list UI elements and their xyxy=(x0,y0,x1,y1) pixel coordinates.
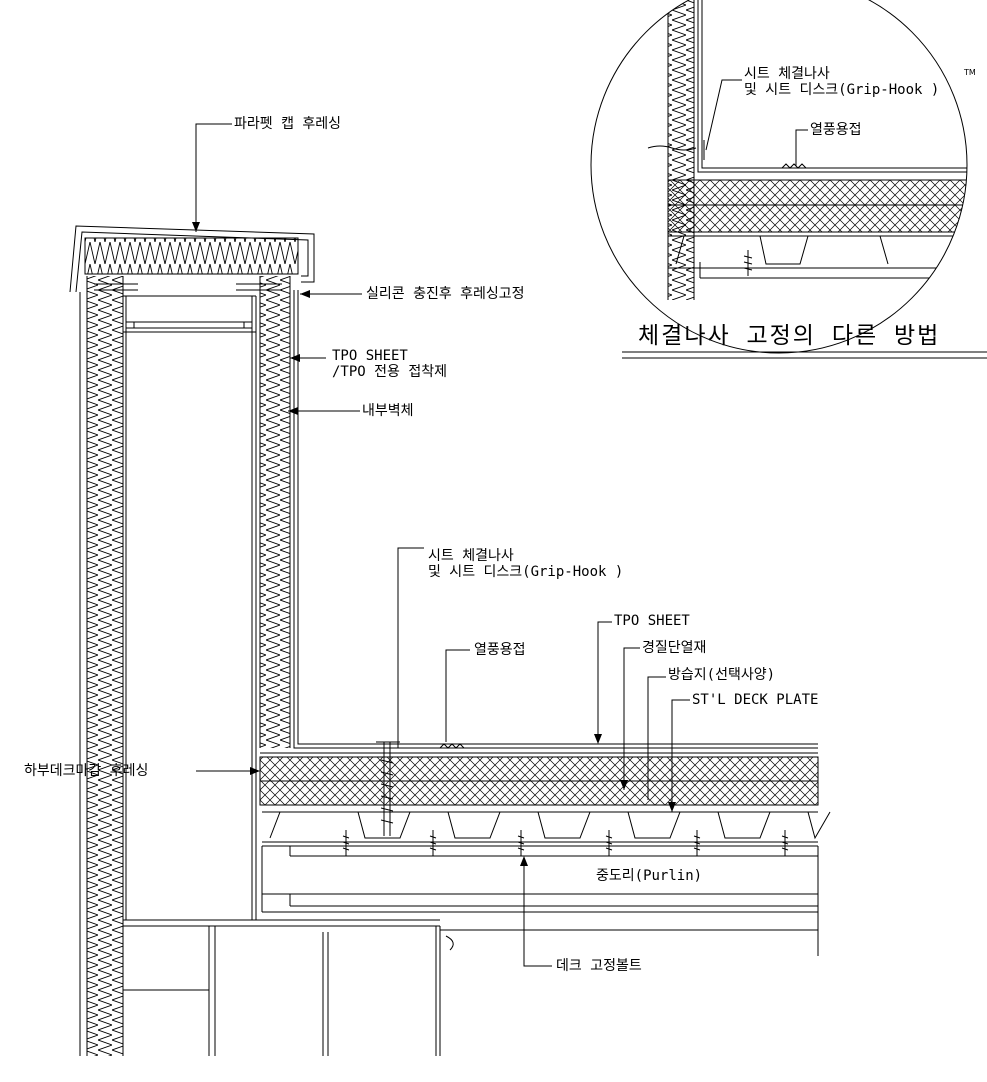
label-vapor-barrier: 방습지(선택사양) xyxy=(668,667,776,683)
label-deck-plate: ST'L DECK PLATE xyxy=(692,692,819,708)
outer-wall-insulation xyxy=(79,276,124,1056)
purlin xyxy=(261,845,819,956)
hot-air-weld-mark xyxy=(439,743,465,749)
detail-label-sheet-screw: 시트 체결나사 xyxy=(744,66,830,82)
label-rigid-insulation: 경질단열재 xyxy=(642,640,707,656)
label-inner-wall: 내부벽체 xyxy=(362,403,414,419)
deck-bolt xyxy=(693,830,701,856)
label-tpo-sheet: TPO SHEET xyxy=(614,613,690,629)
rigid-insulation-board xyxy=(259,752,819,806)
deck-bolt xyxy=(781,830,789,856)
deck-bolt xyxy=(517,830,525,856)
detail-circle xyxy=(590,0,987,359)
label-parapet-cap-flashing: 파라펫 캡 후레싱 xyxy=(234,116,342,132)
steel-deck-plate xyxy=(262,811,831,843)
arrowheads xyxy=(192,222,676,866)
deck-bolt xyxy=(429,830,437,856)
detail-label-hot-air-weld: 열풍용접 xyxy=(810,122,862,138)
label-sheet-disc: 및 시트 디스크(Grip-Hook ) xyxy=(428,564,624,580)
inner-wall-insulation xyxy=(259,276,818,749)
leader-lines xyxy=(195,123,690,967)
detail-label-sheet-disc: 및 시트 디스크(Grip-Hook ) xyxy=(744,82,940,98)
label-sheet-screw: 시트 체결나사 xyxy=(428,548,514,564)
label-purlin: 중도리(Purlin) xyxy=(596,868,703,884)
deck-bolt xyxy=(605,830,613,856)
label-silicone-fill: 실리콘 충진후 후레싱고정 xyxy=(366,286,525,302)
label-hot-air-weld: 열풍용접 xyxy=(474,642,526,658)
label-tpo-sheet-wall: TPO SHEET xyxy=(332,348,408,364)
trademark-mark: TM xyxy=(964,68,976,77)
detail-title: 체결나사 고정의 다른 방법 xyxy=(638,323,941,349)
sheet-screw xyxy=(376,741,400,836)
parapet-cap-flashing xyxy=(69,225,315,293)
label-tpo-adhesive: /TPO 전용 접착제 xyxy=(332,364,447,380)
label-lower-deck-flashing: 하부데크마감 후레싱 xyxy=(24,763,149,779)
label-deck-bolt: 데크 고정볼트 xyxy=(556,958,642,974)
top-brackets xyxy=(94,283,282,333)
stud-frame xyxy=(123,296,441,1056)
deck-bolts xyxy=(342,830,789,856)
deck-bolt xyxy=(342,830,350,856)
